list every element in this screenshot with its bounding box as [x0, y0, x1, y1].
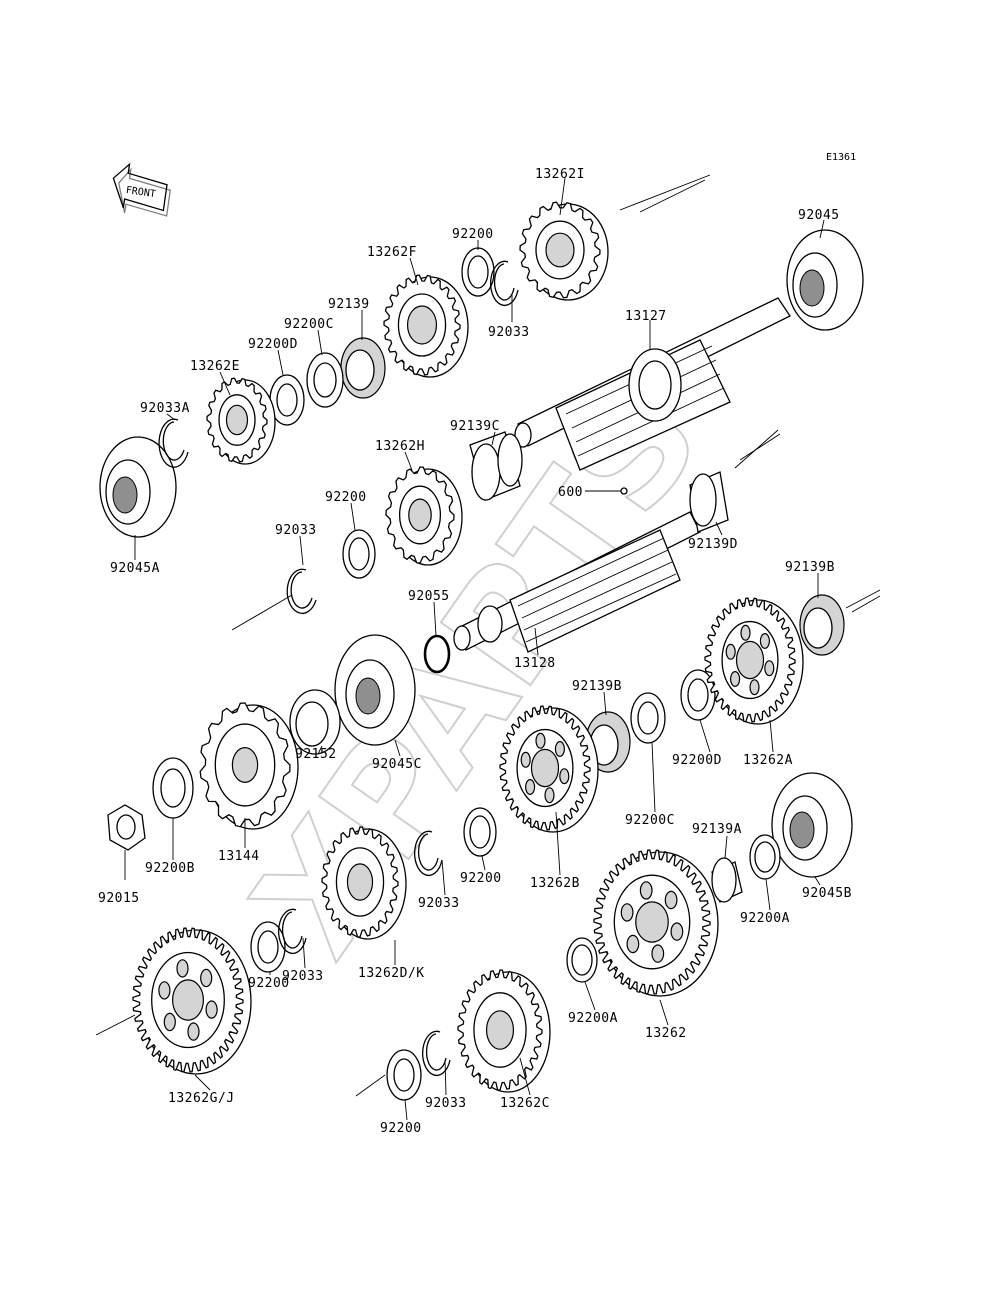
part-label[interactable]: 92200	[460, 871, 502, 886]
needle-bearing-92139B-a	[799, 594, 845, 656]
gear-group	[132, 201, 804, 1093]
part-label[interactable]: 92200	[248, 976, 290, 991]
gear-13262C	[457, 969, 551, 1093]
part-label[interactable]: 92139A	[692, 822, 742, 837]
washer-92200-c	[463, 807, 497, 857]
collar-92139C	[469, 431, 523, 501]
part-label[interactable]: 92200	[325, 490, 367, 505]
part-label[interactable]: 92200C	[284, 317, 334, 332]
part-label[interactable]: 92055	[408, 589, 450, 604]
shaft-13128	[453, 511, 701, 653]
part-label[interactable]: 13262D/K	[358, 966, 425, 981]
part-label[interactable]: 92200B	[145, 861, 195, 876]
gear-13262GJ	[132, 927, 252, 1075]
leader-lines	[124, 177, 825, 1121]
washer-92200C-a	[306, 352, 344, 408]
bearing-92045	[786, 229, 864, 331]
sprocket-13144	[199, 702, 299, 830]
circlip-92033-a	[490, 260, 519, 306]
bearing-92045A	[99, 436, 177, 538]
part-label[interactable]: 600	[558, 485, 583, 500]
gear-13262A	[704, 597, 804, 725]
part-label[interactable]: 92045	[798, 208, 840, 223]
part-label[interactable]: 92200	[452, 227, 494, 242]
part-label[interactable]: 92045A	[110, 561, 160, 576]
part-label[interactable]: 13262G/J	[168, 1091, 235, 1106]
collar-92139D	[689, 471, 729, 533]
needle-bearing-92139B-b	[585, 711, 631, 773]
washer-92200-b	[342, 529, 376, 579]
part-label[interactable]: 13262F	[367, 245, 417, 260]
washer-92200A-b	[566, 937, 598, 983]
part-label[interactable]: 92139	[328, 297, 370, 312]
gear-13262H	[385, 466, 463, 566]
part-label[interactable]: 92015	[98, 891, 140, 906]
shaft-13127	[514, 297, 791, 471]
gear-13262F	[383, 274, 469, 378]
part-label[interactable]: 92033A	[140, 401, 190, 416]
part-label[interactable]: 92045C	[372, 757, 422, 772]
part-labels: 13262I 92045 92200 13262F 92139 92200C 9…	[98, 167, 852, 1136]
bearing-92045B	[771, 772, 853, 878]
part-label[interactable]: 13262C	[500, 1096, 550, 1111]
part-label[interactable]: 92033	[425, 1096, 467, 1111]
axis-lines	[95, 174, 881, 1097]
washer-92200C-b	[630, 692, 666, 744]
washer-92200-e	[386, 1049, 422, 1101]
gear-13262I	[519, 201, 609, 301]
callout-dot	[620, 487, 628, 495]
gear-13262DK	[321, 826, 407, 940]
circlip-92033-b	[286, 568, 317, 614]
front-label: FRONT	[125, 185, 156, 200]
circlip-92033-d	[278, 908, 307, 954]
part-label[interactable]: 92033	[282, 969, 324, 984]
part-label[interactable]: 92200D	[672, 753, 722, 768]
circlip-92033A	[158, 418, 189, 468]
part-label[interactable]: 92045B	[802, 886, 852, 901]
bearing-92045C	[334, 634, 416, 746]
washer-92200-a	[461, 247, 495, 297]
collar-92152	[289, 689, 341, 755]
oring-92055	[423, 634, 451, 674]
part-label[interactable]: 92200C	[625, 813, 675, 828]
part-label[interactable]: 92200A	[740, 911, 790, 926]
part-label[interactable]: 13128	[514, 656, 556, 671]
part-label[interactable]: 92200A	[568, 1011, 618, 1026]
part-label[interactable]: 92139B	[572, 679, 622, 694]
part-label[interactable]: 13262E	[190, 359, 240, 374]
washer-92200-d	[250, 921, 286, 973]
part-label[interactable]: 92139C	[450, 419, 500, 434]
part-label[interactable]: 13127	[625, 309, 667, 324]
part-label[interactable]: 92033	[488, 325, 530, 340]
collar-92139A	[711, 857, 743, 903]
part-label[interactable]: 13144	[218, 849, 260, 864]
gear-13262E	[206, 377, 276, 465]
part-label[interactable]: 92139D	[688, 537, 738, 552]
part-label[interactable]: 92139B	[785, 560, 835, 575]
part-label[interactable]: 92200	[380, 1121, 422, 1136]
needle-bearing-92139	[340, 337, 386, 399]
diagram-code: E1361	[826, 152, 856, 163]
washer-92200D-b	[680, 669, 716, 721]
part-label[interactable]: 13262	[645, 1026, 687, 1041]
part-label[interactable]: 13262H	[375, 439, 425, 454]
part-label[interactable]: 13262A	[743, 753, 793, 768]
circlip-92033-c	[414, 830, 443, 876]
part-label[interactable]: 13262I	[535, 167, 585, 182]
part-label[interactable]: 92033	[275, 523, 317, 538]
gear-13262	[593, 849, 719, 997]
front-arrow-icon: FRONT	[112, 162, 171, 217]
part-label[interactable]: 92033	[418, 896, 460, 911]
circlip-92033-e	[422, 1030, 451, 1076]
washer-92200A-a	[749, 834, 781, 880]
part-label[interactable]: 92200D	[248, 337, 298, 352]
part-label[interactable]: 92152	[295, 747, 337, 762]
gear-13262B	[499, 705, 599, 833]
washer-92200B	[152, 757, 194, 819]
nut-92015	[107, 804, 146, 851]
part-label[interactable]: 13262B	[530, 876, 580, 891]
